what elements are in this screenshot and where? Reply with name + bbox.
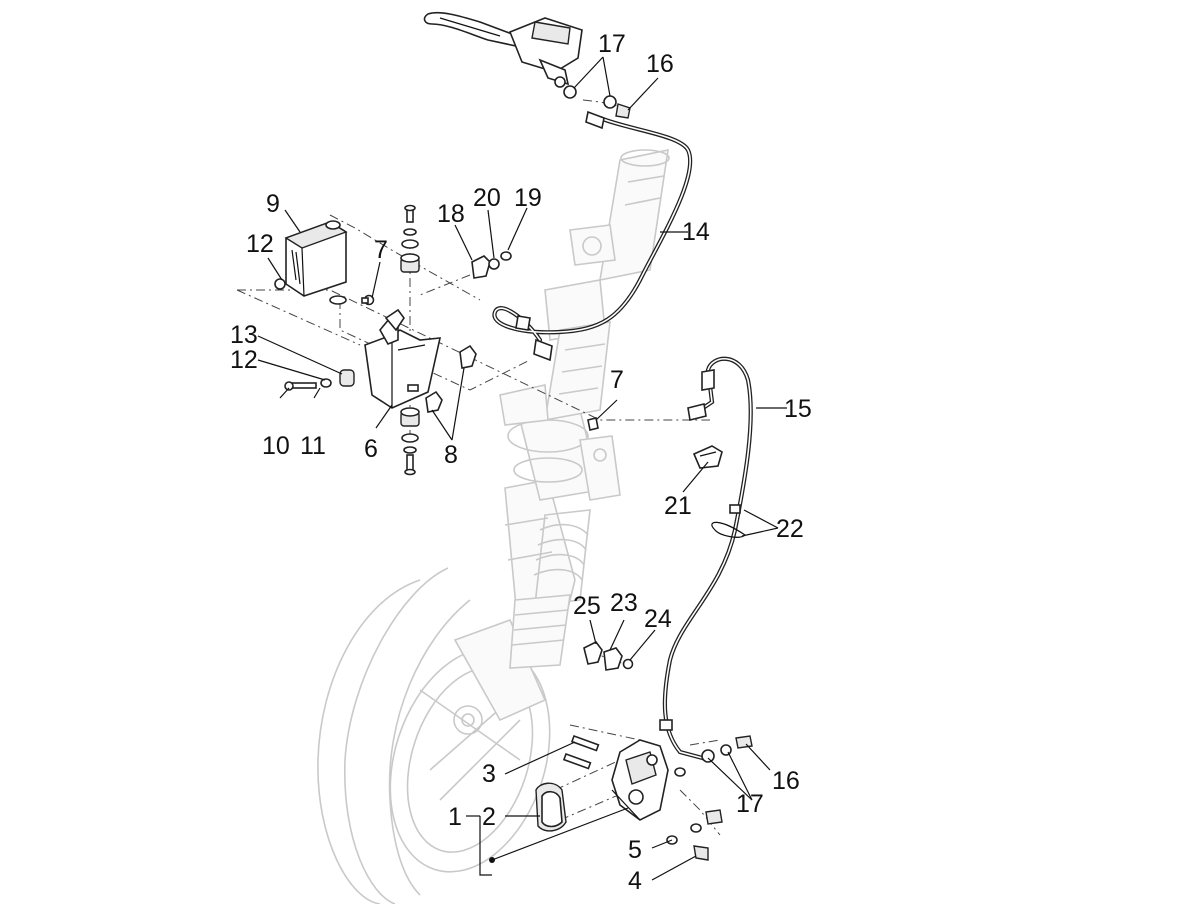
- label-17-upper: 17: [598, 30, 626, 58]
- front-brake-hose: [492, 110, 693, 362]
- abs-bracket: [364, 308, 442, 409]
- abs-control-unit: [274, 220, 348, 305]
- label-7-upper: 7: [374, 236, 388, 264]
- label-15: 15: [784, 395, 812, 423]
- master-cylinder: [508, 17, 583, 88]
- clips-and-brackets: [425, 251, 599, 431]
- leader-lines: [257, 56, 787, 881]
- caliper-bolts: [562, 734, 753, 861]
- banjo-bolts-top: [563, 85, 631, 119]
- label-9: 9: [266, 190, 280, 218]
- label-12-lower: 12: [230, 346, 258, 374]
- part-labels: 1 2 3 4 5 6 7 7 8 9 10 11 12 12 13 14 15…: [230, 30, 812, 895]
- label-20: 20: [473, 184, 501, 212]
- label-19: 19: [514, 184, 542, 212]
- label-16-upper: 16: [646, 50, 674, 78]
- hose-clips-lower: [583, 640, 634, 671]
- label-16-lower: 16: [772, 767, 800, 795]
- label-24: 24: [644, 605, 672, 633]
- background-steering-column: [499, 148, 670, 501]
- label-22: 22: [776, 515, 804, 543]
- label-18: 18: [437, 200, 465, 228]
- abs-sensor: [692, 445, 723, 469]
- label-17-lower: 17: [736, 790, 764, 818]
- brake-lever: [423, 11, 518, 48]
- background-fork: [453, 409, 601, 722]
- lower-brake-hose: [659, 356, 753, 763]
- label-3: 3: [482, 760, 496, 788]
- brake-pads: [535, 782, 567, 832]
- label-25: 25: [573, 592, 601, 620]
- label-1: 1: [448, 803, 462, 831]
- label-21: 21: [664, 492, 692, 520]
- label-2: 2: [482, 803, 496, 831]
- label-10: 10: [262, 432, 290, 460]
- brake-caliper: [611, 739, 669, 821]
- label-7-lower: 7: [610, 366, 624, 394]
- label-4: 4: [628, 867, 642, 895]
- label-12-upper: 12: [246, 230, 274, 258]
- bracket-fasteners: [284, 204, 420, 476]
- label-11: 11: [300, 432, 326, 460]
- label-14: 14: [682, 218, 710, 246]
- label-6: 6: [364, 435, 378, 463]
- background-shock-absorber: [509, 509, 591, 669]
- label-5: 5: [628, 836, 642, 864]
- label-23: 23: [610, 589, 638, 617]
- label-8: 8: [444, 441, 458, 469]
- label-13: 13: [230, 321, 258, 349]
